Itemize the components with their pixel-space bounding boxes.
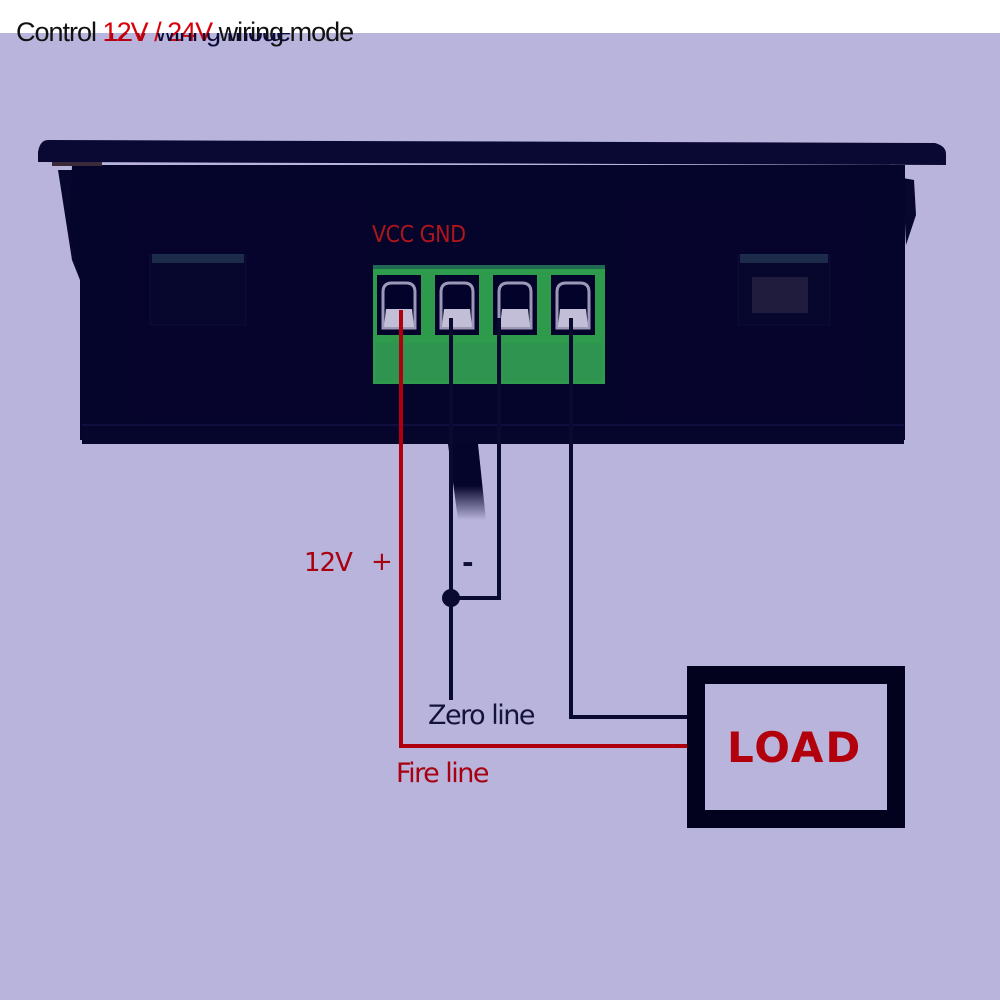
- right-side-clip: [903, 178, 916, 245]
- gnd-label: GND: [419, 222, 466, 248]
- minus-sign: -: [462, 546, 474, 579]
- enclosure-bottom-lip: [82, 424, 904, 444]
- zero-line-wire: [569, 318, 690, 719]
- wires: [399, 310, 690, 748]
- terminal-screw-3: [493, 275, 537, 335]
- terminal-block: [373, 265, 605, 384]
- terminal-label: VCC GND: [372, 222, 466, 248]
- load-box: [687, 666, 905, 828]
- vcc-label: VCC: [372, 222, 414, 248]
- supply-voltage-label: 12V: [304, 548, 353, 578]
- terminal-divider: [479, 275, 493, 345]
- page-title: Control 12V / 24V wiring mode: [16, 16, 355, 48]
- right-latch: [737, 254, 831, 326]
- overlay-suffix: wiring mode: [149, 33, 292, 47]
- terminal-divider: [537, 275, 551, 345]
- zero-line-label: Zero line: [428, 700, 535, 731]
- load-label: LOAD: [727, 723, 863, 772]
- title-band: [0, 0, 1000, 33]
- title-voltage: 12V / 24V: [102, 17, 214, 47]
- overlay-voltage: 12V: [104, 33, 150, 47]
- left-latch: [149, 254, 247, 326]
- title-overlay: 12V wiring mode: [0, 33, 1000, 63]
- negative-wire: [451, 318, 501, 600]
- enclosure-flange: [38, 140, 946, 165]
- fire-line-label: Fire line: [396, 758, 490, 789]
- terminal-divider: [421, 275, 435, 345]
- title-prefix: Control: [16, 17, 103, 47]
- plus-sign: +: [371, 547, 393, 577]
- fire-line-wire: [399, 310, 690, 748]
- flange-edge: [52, 162, 102, 166]
- title-suffix: wiring mode: [212, 17, 355, 47]
- terminal-screw-2: [435, 275, 479, 335]
- junction-dot: [442, 589, 460, 607]
- power-cable: [448, 444, 486, 520]
